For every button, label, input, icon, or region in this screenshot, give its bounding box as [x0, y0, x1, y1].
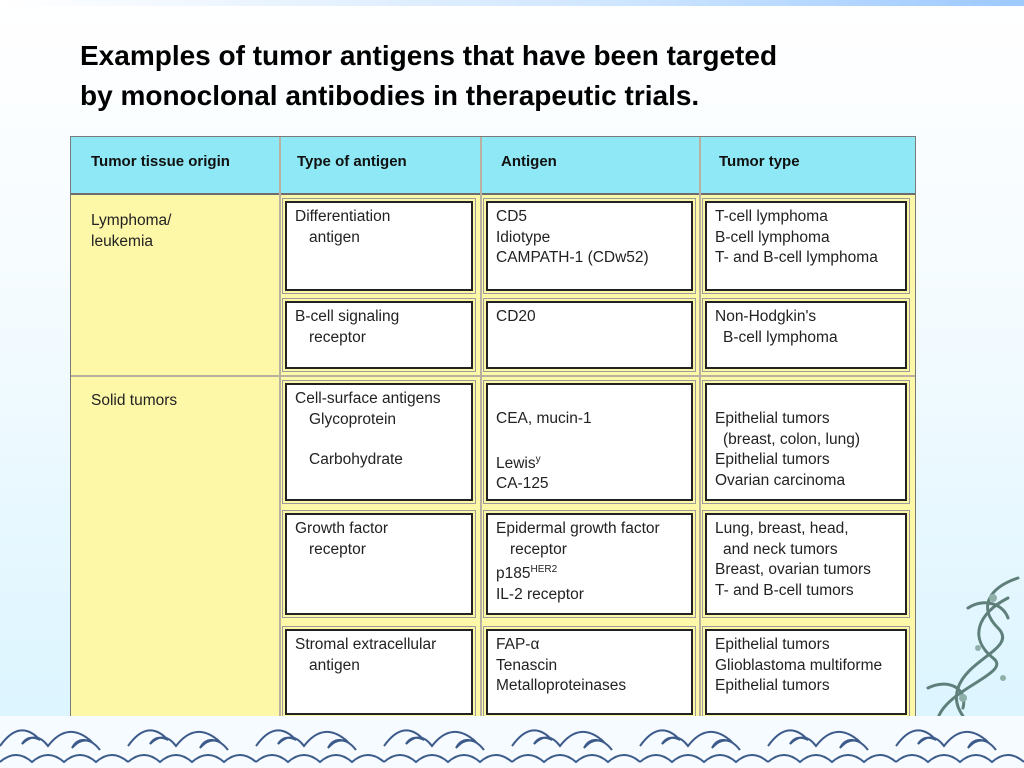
table-cell-type: Differentiation antigen	[285, 201, 473, 291]
table-cell-tumor-type: Lung, breast, head, and neck tumors Brea…	[705, 513, 907, 615]
table-cell-tumor-type: T-cell lymphoma B-cell lymphoma T- and B…	[705, 201, 907, 291]
top-accent-bar	[0, 0, 1024, 6]
header-type-of-antigen: Type of antigen	[297, 153, 407, 170]
header-tumor-tissue-origin: Tumor tissue origin	[91, 153, 230, 170]
column-divider	[279, 137, 281, 724]
table-cell-antigen: Epidermal growth factor receptor p185HER…	[486, 513, 693, 615]
table-cell-tumor-type: Non-Hodgkin's B-cell lymphoma	[705, 301, 907, 369]
table-cell-antigen: CEA, mucin-1 Lewisy CA-125	[486, 383, 693, 501]
table-cell-tumor-type: Epithelial tumors (breast, colon, lung) …	[705, 383, 907, 501]
table-cell-antigen: CD5 Idiotype CAMPATH-1 (CDw52)	[486, 201, 693, 291]
table-cell-type: B-cell signaling receptor	[285, 301, 473, 369]
header-tumor-type: Tumor type	[719, 153, 800, 170]
slide-title: Examples of tumor antigens that have bee…	[80, 36, 980, 116]
header-antigen: Antigen	[501, 153, 557, 170]
table-cell-type: Stromal extracellular antigen	[285, 629, 473, 715]
table-cell-type: Growth factor receptor	[285, 513, 473, 615]
origin-solid-tumors: Solid tumors	[91, 392, 178, 409]
title-line-2: by monoclonal antibodies in therapeutic …	[80, 80, 700, 111]
wave-pattern	[0, 716, 1024, 768]
column-divider	[699, 137, 701, 724]
table-cell-antigen: FAP-α Tenascin Metalloproteinases	[486, 629, 693, 715]
origin-lymphoma-leukemia: Lymphoma/ leukemia	[91, 212, 172, 250]
table-cell-type: Cell-surface antigens Glycoprotein Carbo…	[285, 383, 473, 501]
title-line-1: Examples of tumor antigens that have bee…	[80, 40, 778, 71]
table-header-row: Tumor tissue origin Type of antigen Anti…	[71, 137, 915, 195]
table-cell-antigen: CD20	[486, 301, 693, 369]
column-divider	[480, 137, 482, 724]
tumor-antigen-table: Tumor tissue origin Type of antigen Anti…	[70, 136, 916, 725]
table-cell-tumor-type: Epithelial tumors Glioblastoma multiform…	[705, 629, 907, 715]
group-divider	[71, 375, 915, 377]
